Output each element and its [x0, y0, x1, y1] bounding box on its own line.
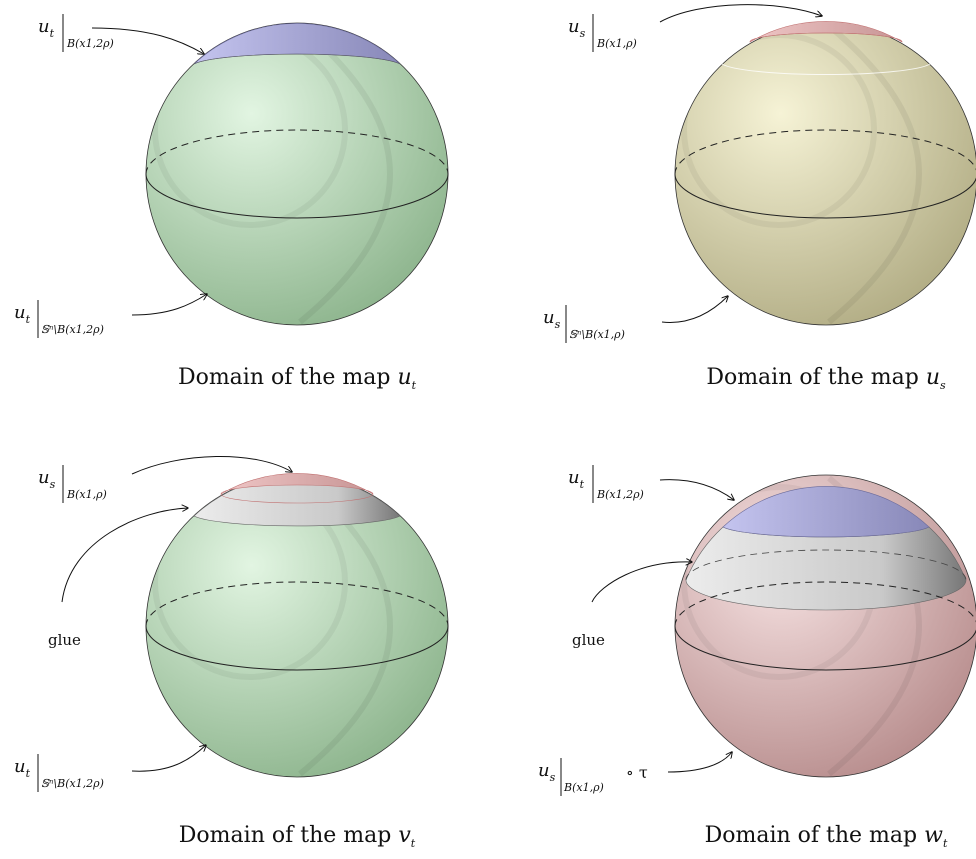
domain-bottom: B(x1,ρ)	[563, 781, 604, 794]
label-top: ut	[568, 467, 585, 491]
compose-tau: ∘ τ	[626, 763, 648, 782]
domain-top: B(x1,ρ)	[596, 37, 637, 50]
label-top: us	[38, 467, 56, 491]
caption: Domain of the map wt	[705, 823, 948, 850]
arrow-bottom	[131, 745, 206, 772]
arrow-top	[131, 456, 292, 475]
domain-bottom: 𝕊ⁿ\B(x1,ρ)	[569, 328, 625, 341]
label-top: us	[568, 16, 586, 40]
arrow-bottom	[667, 752, 732, 773]
panel-ut: ut B(x1,2ρ) ut 𝕊ⁿ\B(x1,2ρ) Domain of the…	[14, 14, 449, 392]
band-rim	[685, 549, 967, 581]
cap-rim	[193, 53, 401, 65]
label-bottom: ut	[14, 302, 31, 326]
arrow-bottom	[661, 296, 728, 323]
top-cap	[220, 473, 374, 495]
glue-label: glue	[48, 631, 81, 649]
caption: Domain of the map ut	[178, 365, 417, 392]
cap-rim	[220, 493, 374, 504]
caption: Domain of the map us	[706, 365, 946, 392]
equator-back	[674, 129, 976, 175]
domain-bottom: 𝕊ⁿ\B(x1,2ρ)	[41, 323, 104, 336]
glue-label: glue	[572, 631, 605, 649]
domain-top: B(x1,2ρ)	[66, 37, 114, 50]
top-cap	[722, 486, 930, 538]
cap-rim	[749, 32, 903, 43]
arrow-glue	[591, 562, 692, 603]
arrow-bottom	[131, 294, 207, 316]
panel-vt: us B(x1,ρ) glue ut 𝕊ⁿ\B(x1,2ρ) Domain of…	[14, 456, 449, 850]
caption: Domain of the map vt	[179, 823, 416, 850]
equator-back	[674, 581, 976, 627]
sphere	[674, 22, 976, 326]
domain-bottom: 𝕊ⁿ\B(x1,2ρ)	[41, 777, 104, 790]
equator-back	[145, 581, 449, 627]
ring-2rho	[721, 63, 931, 75]
glue-band	[685, 526, 967, 611]
equator-back	[145, 129, 449, 175]
equator-front	[145, 173, 449, 219]
domain-top: B(x1,ρ)	[66, 488, 107, 501]
label-bottom: us	[538, 760, 556, 784]
label-bottom: us	[543, 307, 561, 331]
equator-front	[145, 625, 449, 671]
sphere	[145, 22, 449, 326]
equator-front	[674, 173, 976, 219]
panel-wt: ut B(x1,2ρ) glue us B(x1,ρ) ∘ τ Domain o…	[538, 465, 976, 850]
equator-front	[674, 625, 976, 671]
arrow-top	[91, 27, 204, 54]
arrow-glue	[61, 508, 188, 603]
panel-us: us B(x1,ρ) us 𝕊ⁿ\B(x1,ρ) Domain of the m…	[543, 4, 976, 392]
domain-top: B(x1,2ρ)	[596, 488, 644, 501]
arrow-top	[659, 479, 734, 500]
label-top: ut	[38, 16, 55, 40]
arrow-top	[659, 4, 822, 23]
label-bottom: ut	[14, 756, 31, 780]
